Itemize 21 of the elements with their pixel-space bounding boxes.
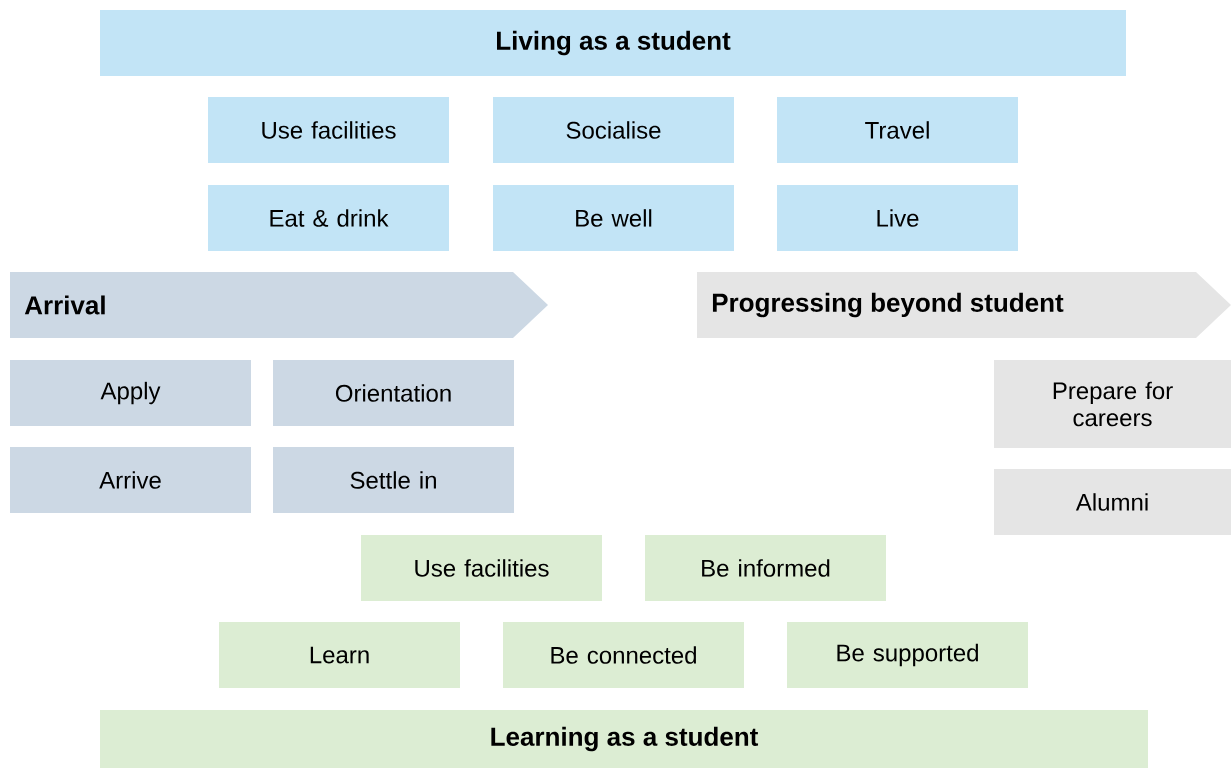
label-box: Socialise [493, 97, 734, 163]
label-box: Orientation [273, 360, 514, 426]
label-box: Alumni [994, 469, 1231, 535]
label-box: Settle in [273, 447, 514, 513]
label-box: Prepare for careers [994, 360, 1231, 448]
arrow-band: Progressing beyond student [697, 272, 1231, 338]
label-box: Use facilities [208, 97, 449, 163]
heading-band: Living as a student [100, 10, 1126, 76]
heading-band: Learning as a student [100, 710, 1148, 768]
arrow-band: Arrival [10, 272, 548, 338]
label-box: Live [777, 185, 1018, 251]
label-box: Be well [493, 185, 734, 251]
label-box: Arrive [10, 447, 251, 513]
label-box: Apply [10, 360, 251, 426]
label-box: Be connected [503, 622, 744, 688]
label-box: Be informed [645, 535, 886, 601]
label-box: Travel [777, 97, 1018, 163]
label-box: Learn [219, 622, 460, 688]
label-box: Use facilities [361, 535, 602, 601]
label-box: Eat & drink [208, 185, 449, 251]
label-box: Be supported [787, 622, 1028, 688]
